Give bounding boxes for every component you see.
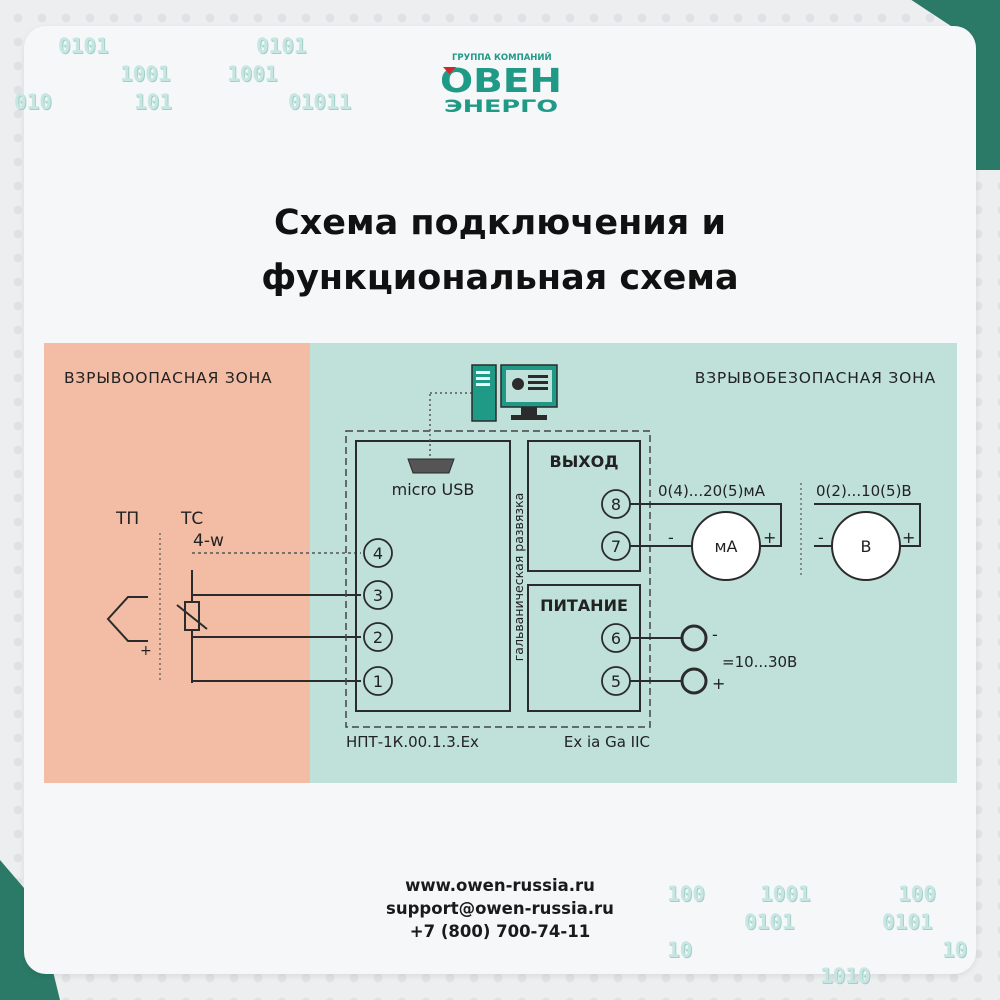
binary-decoration: 0101 [744,910,795,934]
binary-decoration: 010 [14,90,52,114]
connection-diagram: ВЗРЫВООПАСНАЯ ЗОНА ВЗРЫВОБЕЗОПАСНАЯ ЗОНА… [44,343,957,783]
logo-name: ОВЕН [440,61,562,100]
micro-usb-label: micro USB [392,480,475,499]
milliammeter [691,511,761,581]
supply-minus-sign: - [712,625,718,644]
thermocouple-symbol [106,596,148,642]
input-terminal-4-number: 4 [373,544,383,563]
power-terminal-6-number: 6 [611,629,621,648]
voltmeter [831,511,901,581]
computer-icon [471,364,558,422]
supply-terminal-minus [680,624,708,652]
binary-decoration: 01011 [288,90,352,114]
input-terminal-2-number: 2 [373,628,383,647]
thermocouple-plus-sign: + [140,643,152,659]
binary-decoration: 10 [667,938,693,962]
binary-decoration: 100 [667,882,705,906]
binary-decoration: 1001 [760,882,811,906]
safe-zone-label: ВЗРЫВОБЕЗОПАСНАЯ ЗОНА [695,369,936,387]
power-supply-wiring [630,637,682,682]
input-terminal-1-number: 1 [373,672,383,691]
binary-decoration: 100 [898,882,936,906]
power-terminal-5: 5 [601,666,631,696]
micro-usb-connector-icon [407,458,455,474]
rtd-label: ТС [180,509,203,529]
input-terminal-2: 2 [363,622,393,652]
output-block-title: ВЫХОД [550,452,619,471]
binary-decoration: 1010 [820,964,871,988]
power-terminal-6: 6 [601,623,631,653]
binary-decoration: 0101 [256,34,307,58]
input-terminal-3: 3 [363,580,393,610]
input-terminal-3-number: 3 [373,586,383,605]
milliammeter-label: мА [714,537,737,556]
binary-decoration: 1001 [120,62,171,86]
input-terminal-4: 4 [363,538,393,568]
hazard-zone [44,343,310,783]
hazard-zone-label: ВЗРЫВООПАСНАЯ ЗОНА [64,369,272,387]
output-terminal-8-number: 8 [611,495,621,514]
wire-type-label: 4-w [193,531,224,551]
output-terminal-7-number: 7 [611,537,621,556]
page-title: Схема подключения и функциональная схема [0,196,1000,306]
contacts-block: www.owen-russia.ru support@owen-russia.r… [300,874,700,943]
company-logo: ГРУППА КОМПАНИЙ ОВЕН ЭНЕРГО [440,51,562,117]
galvanic-isolation-label: гальваническая развязка [511,493,526,662]
voltage-range-label: 0(2)...10(5)В [816,482,912,500]
current-loop-wiring [630,503,782,547]
power-module [527,584,641,712]
ex-marking-label: Ex ia Ga IIC [564,733,650,751]
binary-decoration: 0101 [58,34,109,58]
power-block-title: ПИТАНИЕ [540,596,628,615]
voltage-output-wiring [814,503,921,547]
thermocouple-label: ТП [115,509,139,529]
email-link[interactable]: support@owen-russia.ru [386,899,614,918]
phone-number[interactable]: +7 (800) 700-74-11 [409,922,591,941]
output-module [527,440,641,572]
current-range-label: 0(4)...20(5)мА [658,482,766,500]
milliammeter-plus: + [763,528,776,547]
supply-terminal-plus [680,667,708,695]
device-model-label: НПТ-1К.00.1.3.Ex [346,733,479,751]
binary-decoration: 1001 [227,62,278,86]
supply-plus-sign: + [712,674,725,693]
voltmeter-label: В [861,537,872,556]
output-terminal-8: 8 [601,489,631,519]
binary-decoration: 10 [942,938,968,962]
output-terminal-7: 7 [601,531,631,561]
title-line-1: Схема подключения и [274,203,726,243]
title-line-2: функциональная схема [261,258,739,298]
voltmeter-minus: - [818,528,824,547]
logo-red-triangle [443,67,456,74]
power-terminal-5-number: 5 [611,672,621,691]
input-terminal-1: 1 [363,666,393,696]
rtd-resistor-symbol [176,601,208,631]
device-boundary [345,430,651,728]
binary-decoration: 101 [134,90,172,114]
logo-group-label: ГРУППА КОМПАНИЙ [452,51,552,63]
website-link[interactable]: www.owen-russia.ru [405,876,595,895]
supply-voltage-label: =10...30В [722,653,797,671]
voltmeter-plus: + [902,528,915,547]
binary-decoration: 0101 [882,910,933,934]
main-module [355,440,511,712]
logo-sub: ЭНЕРГО [444,97,558,117]
milliammeter-minus: - [668,528,674,547]
